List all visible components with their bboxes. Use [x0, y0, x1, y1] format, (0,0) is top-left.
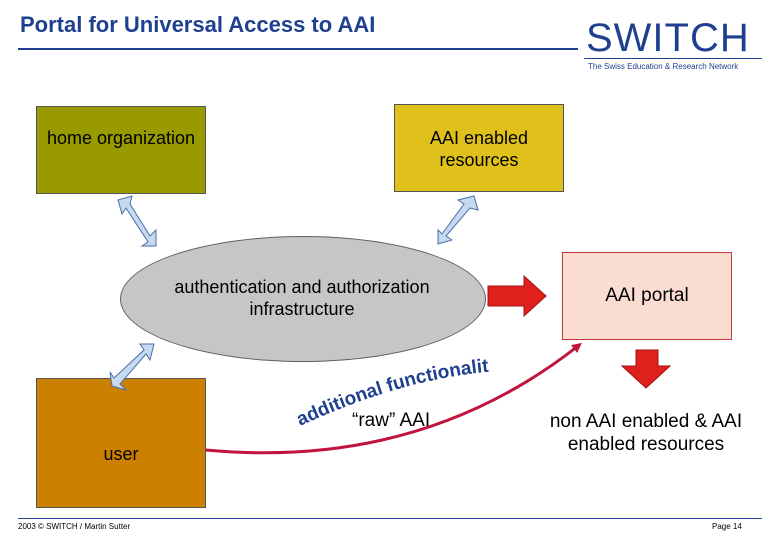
to-portal-arrow: [487, 274, 547, 318]
user-to-portal-curve: [205, 342, 582, 455]
page-title: Portal for Universal Access to AAI: [20, 12, 376, 37]
logo-underline: [584, 58, 762, 59]
user-label: user: [103, 444, 139, 464]
raw-aai-label: “raw” AAI: [352, 410, 431, 431]
aai-infrastructure-label: authentication and authorization infrast…: [174, 277, 430, 319]
footer-page-number: Page 14: [712, 522, 742, 531]
user-box: user: [36, 378, 206, 508]
aai-portal-label: AAI portal: [605, 285, 689, 306]
home-organization-box: home organization: [36, 106, 206, 194]
footer-copyright: 2003 © SWITCH / Martin Sutter: [18, 522, 131, 531]
portal-down-arrow: [620, 349, 672, 389]
additional-functionality-label: additional functionality: [0, 0, 490, 431]
resources-ellipse-double-arrow: [437, 195, 479, 245]
aai-portal-box: AAI portal: [562, 252, 732, 340]
footer-rule: [18, 518, 762, 519]
switch-logo: SWITCH: [586, 16, 750, 60]
title-underline: [18, 48, 578, 50]
logo-tagline: The Swiss Education & Research Network: [588, 62, 739, 71]
user-ellipse-double-arrow: [109, 343, 155, 392]
non-aai-resources-label: non AAI enabled & AAI enabled resources: [549, 411, 743, 455]
home-organization-label: home organization: [46, 128, 196, 148]
aai-enabled-resources-label: AAI enabled resources: [429, 128, 529, 170]
aai-enabled-resources-box: AAI enabled resources: [394, 104, 564, 192]
aai-infrastructure-ellipse: [120, 236, 486, 362]
home-ellipse-double-arrow: [117, 195, 157, 247]
